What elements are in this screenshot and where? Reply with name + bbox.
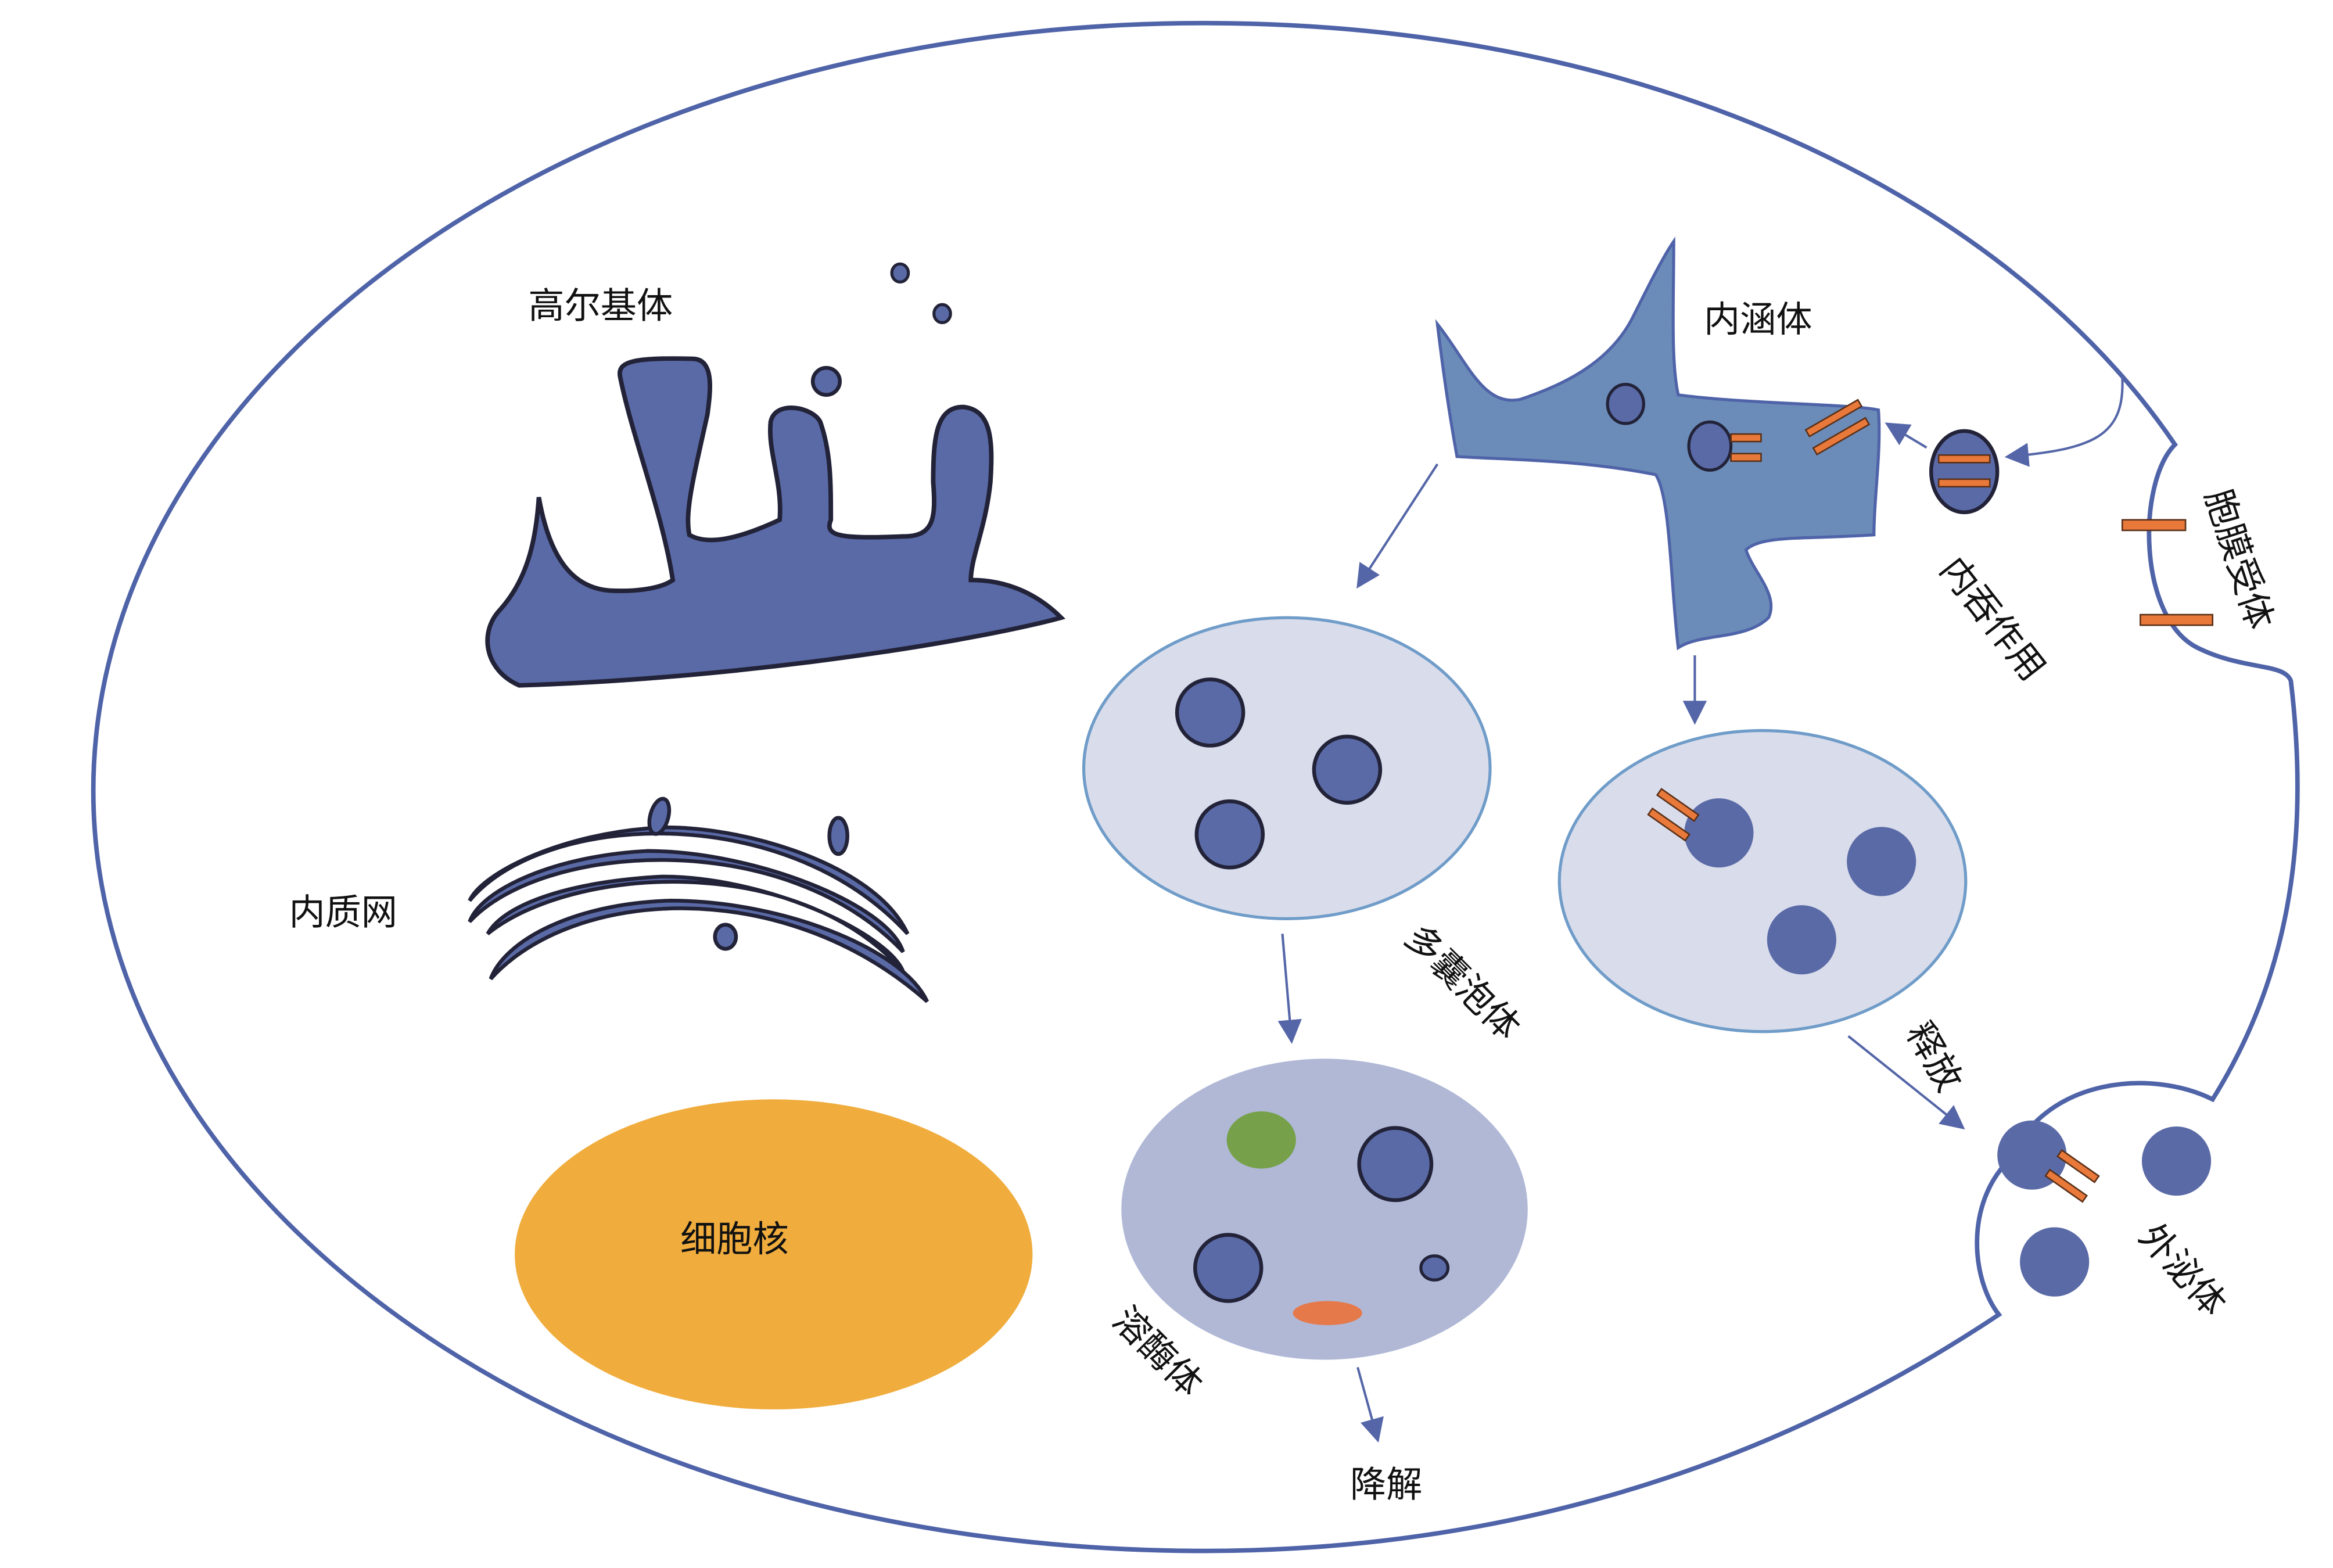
arrow-mvb-to-lysosome (1277, 934, 1302, 1044)
cell-membrane (91, 20, 2300, 1553)
multivesicular-body (1082, 616, 1492, 920)
exosomes (1997, 1120, 2212, 1297)
arrow-lysosome-degradation (1356, 1366, 1384, 1443)
membrane-receptor (2140, 613, 2214, 626)
arrow-release (1847, 1035, 1965, 1130)
golgi-vesicle (932, 303, 952, 324)
receptor (1730, 433, 1762, 443)
label-golgi: 高尔基体 (528, 285, 673, 327)
label-endocytosis: 内吞作用 (1932, 549, 2054, 689)
label-membrane-receptor: 胞膜受体 (2197, 484, 2282, 634)
arrow-endosome-to-mvb (1356, 463, 1439, 589)
label-endosome: 内涵体 (1704, 298, 1812, 340)
golgi-vesicle (810, 365, 842, 397)
label-er: 内质网 (289, 891, 397, 934)
pathway-arrows (1277, 376, 2124, 1443)
endocytic-vesicle (1929, 429, 2000, 515)
membrane-receptor (2121, 519, 2187, 532)
arrow-vesicle-to-endosome (1885, 422, 1928, 449)
label-nucleus: 细胞核 (680, 1218, 789, 1260)
label-mvb: 多囊泡体 (1397, 916, 1528, 1048)
arrow-endocytosis (2004, 376, 2124, 467)
label-exosome: 外泌体 (2131, 1215, 2235, 1324)
lysosome (1121, 1059, 1528, 1360)
multivesicular-body-secretory (1557, 729, 1968, 1034)
golgi-apparatus (485, 262, 1066, 688)
label-degradation: 降解 (1350, 1463, 1422, 1505)
golgi-vesicle (890, 262, 910, 284)
endoplasmic-reticulum (468, 796, 929, 1003)
receptor (1812, 417, 1871, 456)
receptor (1804, 399, 1863, 438)
endosome (1435, 236, 1881, 651)
nucleus (515, 1099, 1033, 1410)
receptor (1730, 453, 1762, 462)
